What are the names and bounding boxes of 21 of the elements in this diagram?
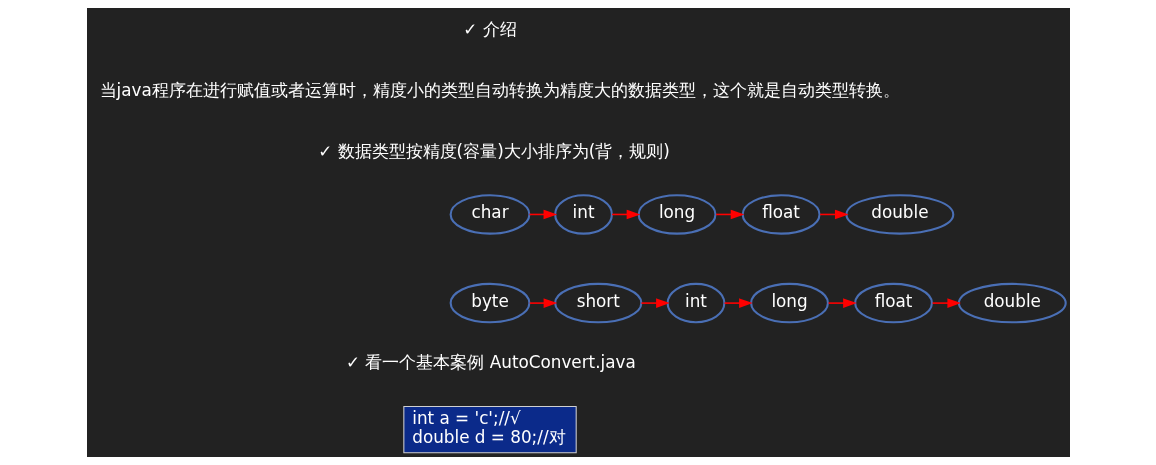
node-ellipse: long — [749, 282, 829, 324]
arrow — [640, 298, 670, 308]
node-ellipse: short — [553, 282, 642, 324]
arrow — [827, 298, 857, 308]
node-ellipse: char — [449, 194, 530, 235]
node-ellipse: byte — [449, 282, 530, 324]
node-ellipse: float — [853, 282, 933, 324]
label: 当java程序在进行赋值或者运算时，精度小的类型自动转换为精度大的数据类型，这个就是自动类型转换。 — [99, 80, 900, 101]
label: ✓ 看一个基本案例 AutoConvert.java — [345, 352, 636, 373]
arrow — [528, 298, 557, 308]
node-ellipse: int — [666, 282, 725, 324]
label: ✓ 介绍 — [462, 19, 517, 40]
node-ellipse: int — [553, 194, 613, 235]
node-ellipse: double — [844, 194, 954, 235]
node-box: int a = 'c';//√ double d = 80;//对 — [402, 405, 577, 454]
arrow — [931, 298, 961, 308]
node-ellipse: double — [957, 282, 1067, 324]
node-ellipse: long — [637, 194, 716, 235]
arrow — [723, 298, 753, 308]
node-ellipse: float — [741, 194, 821, 235]
label: ✓ 数据类型按精度(容量)大小排序为(背，规则) — [317, 141, 670, 162]
